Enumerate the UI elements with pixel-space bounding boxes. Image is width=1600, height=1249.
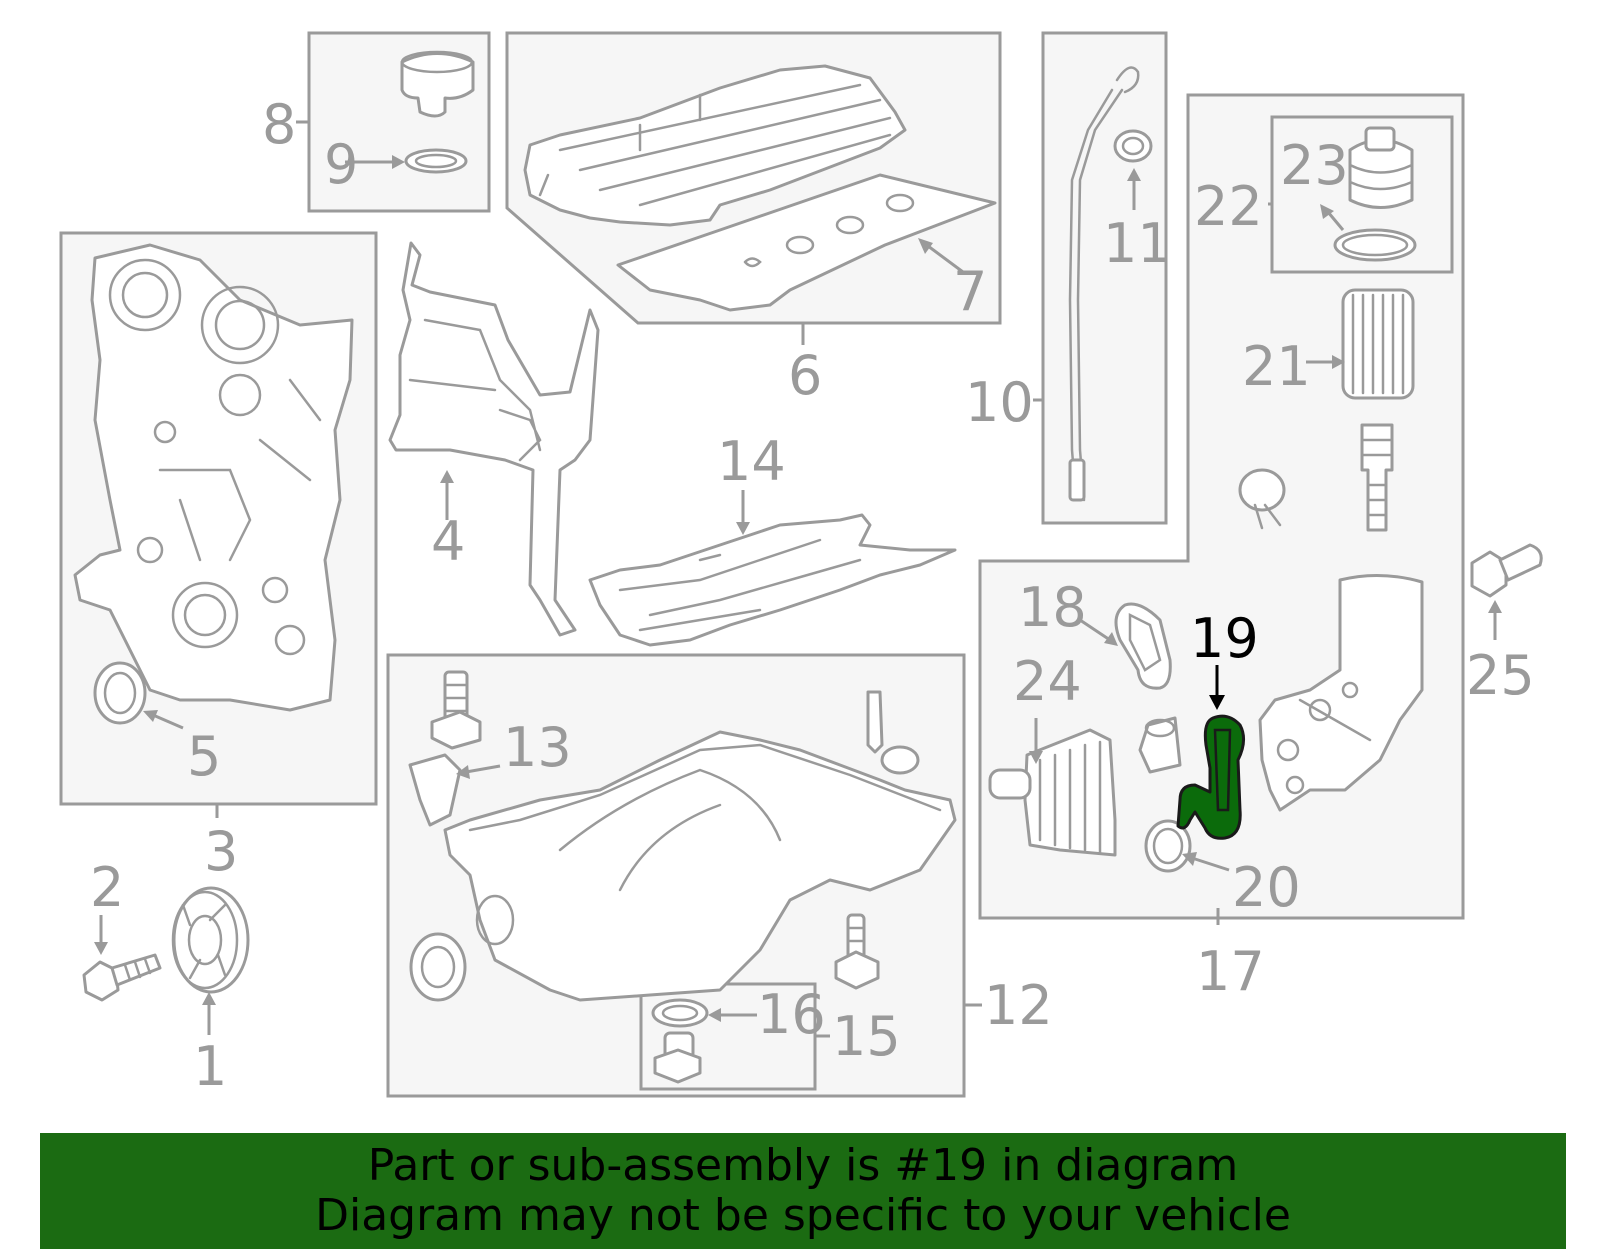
callout-12: 12: [984, 974, 1053, 1037]
notice-banner: Part or sub-assembly is #19 in diagram D…: [40, 1133, 1566, 1249]
callout-14: 14: [717, 430, 786, 493]
oil-pressure-sensor-part: [1470, 543, 1543, 598]
oil-pan-part: [443, 730, 957, 1002]
timing-cover-gasket-part: [388, 241, 600, 637]
pulley-bolt-part: [82, 953, 162, 1002]
callout-11: 11: [1103, 212, 1172, 275]
oil-pan-seal-part: [409, 932, 467, 1002]
callout-5: 5: [187, 725, 221, 788]
check-valve-part: [1238, 468, 1286, 530]
housing-seal-part: [1144, 819, 1192, 873]
banner-line-2: Diagram may not be specific to your vehi…: [315, 1190, 1291, 1241]
callout-6: 6: [788, 344, 822, 407]
callout-23: 23: [1280, 134, 1349, 197]
callout-7: 7: [953, 260, 987, 323]
callout-19: 19: [1190, 607, 1259, 670]
box-dipstick: [1041, 31, 1168, 525]
callout-21: 21: [1242, 335, 1311, 398]
callout-4: 4: [431, 510, 465, 573]
oil-screen-part: [588, 513, 957, 647]
callout-10: 10: [965, 371, 1034, 434]
callout-18: 18: [1018, 576, 1087, 639]
oil-cooler-part: [988, 728, 1117, 857]
callout-24: 24: [1013, 650, 1082, 713]
cooler-adapter-seal-part: [1114, 602, 1172, 690]
dipstick-part: [1068, 66, 1140, 502]
banner-background: [40, 1133, 1566, 1249]
callout-8: 8: [262, 93, 296, 156]
callout-22: 22: [1194, 175, 1263, 238]
drain-plug-gasket-part: [651, 998, 709, 1028]
callout-1: 1: [193, 1035, 227, 1098]
callout-16: 16: [757, 983, 826, 1046]
callout-3: 3: [204, 820, 238, 883]
front-seal-part: [93, 661, 147, 725]
callout-15: 15: [832, 1005, 901, 1068]
oil-pan-bolt-left-part: [430, 670, 482, 750]
oil-level-sensor-part: [866, 690, 920, 775]
connector-part: [1138, 716, 1182, 774]
banner-line-1: Part or sub-assembly is #19 in diagram: [367, 1140, 1239, 1191]
baffle-insert-part: [408, 753, 462, 827]
callout-17: 17: [1196, 940, 1265, 1003]
dipstick-seal-part: [1113, 129, 1153, 163]
oil-cap-seal-part: [404, 148, 468, 174]
callout-9: 9: [324, 133, 358, 196]
oil-filler-cap-part: [400, 50, 475, 118]
oil-filter-element-part: [1341, 288, 1415, 400]
oil-pan-bolt-right-part: [834, 913, 880, 990]
callout-25: 25: [1466, 644, 1535, 707]
callout-20: 20: [1232, 856, 1301, 919]
filter-valve-part: [1360, 423, 1394, 532]
timing-cover-part: [73, 243, 354, 712]
valve-cover-gasket-part: [616, 173, 997, 312]
oil-filter-cap-part: [1348, 126, 1414, 209]
oil-filter-housing-part: [1258, 574, 1424, 812]
crank-pulley-part: [171, 886, 250, 994]
callout-2: 2: [90, 856, 124, 919]
oil-filter-cap-oring-part: [1333, 228, 1417, 262]
leader-lines: [94, 120, 1502, 1038]
callout-13: 13: [503, 716, 572, 779]
valve-cover-part: [523, 64, 907, 227]
highlighted-gasket-part-19[interactable]: [1176, 714, 1245, 840]
drain-plug-part: [653, 1031, 702, 1084]
